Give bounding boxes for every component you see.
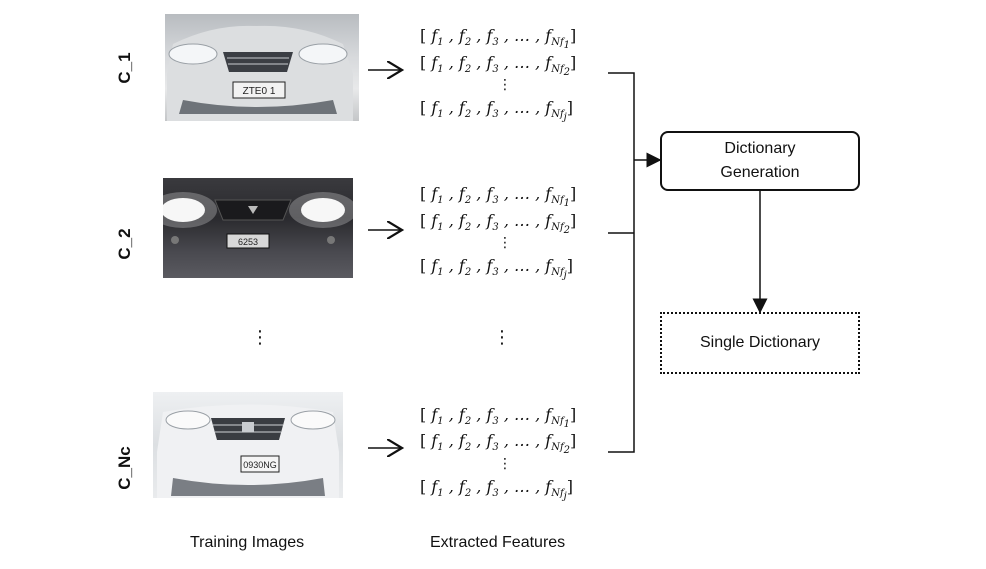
car-nc-illustration: 0930NG — [157, 404, 339, 498]
dictionary-generation-box: Dictionary Generation — [660, 131, 860, 191]
svg-text:0930NG: 0930NG — [243, 460, 277, 470]
car-1-illustration: ZTE0 1 — [153, 14, 353, 121]
caption-extracted-features: Extracted Features — [430, 534, 566, 551]
feature-vector-cnc-rowj: [ f1 , f2 , f3 , … , fNfj] — [420, 477, 574, 503]
svg-text:ZTE0 1: ZTE0 1 — [243, 86, 276, 97]
feature-vector-c1-row2: [ f1 , f2 , f3 , … , fNf2] — [420, 53, 577, 79]
feature-vector-cnc-row2: [ f1 , f2 , f3 , … , fNf2] — [420, 431, 577, 457]
car-2-illustration: 6253 — [153, 178, 353, 278]
caption-training-images: Training Images — [190, 534, 305, 551]
feature-vector-c2-row2: [ f1 , f2 , f3 , … , fNf2] — [420, 211, 577, 237]
feature-vector-c2-row1: [ f1 , f2 , f3 , … , fNf1] — [420, 184, 577, 210]
connector-groupnc — [608, 160, 635, 453]
feature-vector-c2-rowj: [ f1 , f2 , f3 , … , fNfj] — [420, 256, 574, 282]
feature-vector-c1-row1: [ f1 , f2 , f3 , … , fNf1] — [420, 26, 577, 52]
single-dictionary-box: Single Dictionary — [660, 312, 860, 374]
svg-text:6253: 6253 — [238, 237, 258, 247]
feature-vector-c1-rowj: [ f1 , f2 , f3 , … , fNfj] — [420, 98, 574, 124]
training-image-car-nc: 0930NG — [153, 392, 343, 498]
training-image-car-2: 6253 — [153, 178, 353, 278]
training-image-car-1: ZTE0 1 — [153, 14, 359, 121]
feature-vector-cnc-row1: [ f1 , f2 , f3 , … , fNf1] — [420, 405, 577, 431]
connector-group1 — [608, 72, 635, 160]
